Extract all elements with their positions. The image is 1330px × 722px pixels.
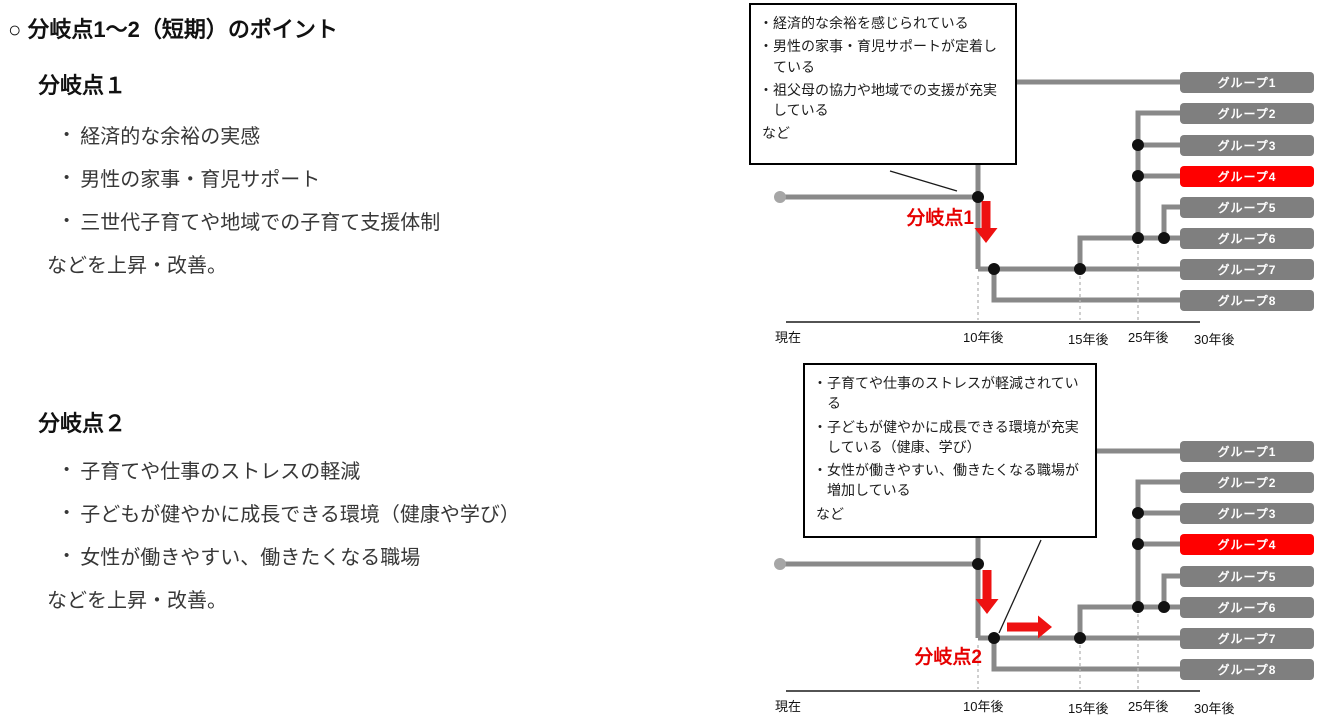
axis-label-25y: 25年後 <box>1128 699 1169 714</box>
tree-line-group2 <box>1135 479 1185 607</box>
group-box-4-highlighted: グループ4 <box>1180 165 1314 187</box>
callout-box-2: 子育てや仕事のストレスが軽減されている 子どもが健やかに成長できる環境が充実して… <box>803 363 1097 538</box>
group-box-3: グループ3 <box>1180 134 1314 156</box>
callout-bullet-text: 男性の家事・育児サポートが定着している <box>773 38 997 75</box>
group-box-5: グループ5 <box>1180 196 1314 218</box>
branch-nodes-bottom <box>972 507 1170 644</box>
callout-bullet-text: 経済的な余裕を感じられている <box>773 15 969 31</box>
bullet-text: 子育てや仕事のストレスの軽減 <box>80 461 361 483</box>
group-box-4-highlighted: グループ4 <box>1180 533 1314 555</box>
section-1-bullet-1: 経済的な余裕の実感 <box>64 120 260 149</box>
callout-bullet: 男性の家事・育児サポートが定着している <box>759 36 1009 77</box>
down-arrow-icon-bottom <box>975 570 999 614</box>
section-2-bullet-1: 子育てや仕事のストレスの軽減 <box>64 455 360 484</box>
branch-node <box>1132 232 1144 244</box>
bullet-text: 経済的な余裕の実感 <box>80 126 261 148</box>
section-1-heading: 分岐点１ <box>38 73 127 98</box>
callout-bullet: 女性が働きやすい、働きたくなる職場が増加している <box>813 460 1089 501</box>
section-2-tail: などを上昇・改善。 <box>47 590 227 612</box>
branch-node <box>1158 232 1170 244</box>
group-box-6: グループ6 <box>1180 227 1314 249</box>
branch-point-1-label: 分岐点1 <box>906 208 974 229</box>
bullet-text: 子どもが健やかに成長できる環境（健康や学び） <box>80 504 520 526</box>
section-2-bullet-2: 子どもが健やかに成長できる環境（健康や学び） <box>64 498 520 527</box>
branch-point-2-label: 分岐点2 <box>914 647 982 668</box>
axis-label-30y: 30年後 <box>1194 332 1235 347</box>
callout-bullet: 子育てや仕事のストレスが軽減されている <box>813 373 1089 414</box>
group-box-6: グループ6 <box>1180 596 1314 618</box>
branch-node <box>1132 170 1144 182</box>
axis-label-15y: 15年後 <box>1068 701 1109 716</box>
callout-leader-line-bottom <box>998 539 1042 634</box>
section-2-bullet-3: 女性が働きやすい、働きたくなる職場 <box>64 541 420 570</box>
bullet-text: 男性の家事・育児サポート <box>80 169 321 191</box>
branch-nodes-top <box>972 139 1170 275</box>
branch-point-1-node <box>972 191 984 203</box>
group-box-1: グループ1 <box>1180 71 1314 93</box>
tree-lines-bottom <box>785 448 1185 672</box>
group-box-7: グループ7 <box>1180 258 1314 280</box>
tree-line-group2 <box>1135 110 1185 238</box>
tree-line-group6 <box>1077 604 1185 638</box>
branch-node <box>1132 139 1144 151</box>
bullet-text: 女性が働きやすい、働きたくなる職場 <box>80 547 421 569</box>
tree-line-group8 <box>991 638 1185 672</box>
callout-bullet-text: 女性が働きやすい、働きたくなる職場が増加している <box>827 462 1079 499</box>
group-box-8: グループ8 <box>1180 289 1314 311</box>
right-arrow-icon-bottom <box>1007 615 1052 639</box>
tree-line-group6 <box>1077 235 1185 269</box>
branch-point-2-node <box>988 632 1000 644</box>
group-box-2: グループ2 <box>1180 471 1314 493</box>
branch-node <box>1132 538 1144 550</box>
branch-node <box>1074 263 1086 275</box>
group-box-7: グループ7 <box>1180 627 1314 649</box>
callout-footer: など <box>816 505 844 522</box>
branch-node <box>1132 507 1144 519</box>
branch-node <box>1158 601 1170 613</box>
start-node-top <box>774 191 786 203</box>
callout-box-1: 経済的な余裕を感じられている 男性の家事・育児サポートが定着している 祖父母の協… <box>749 3 1017 165</box>
callout-bullet-text: 祖父母の協力や地域での支援が充実している <box>773 81 997 119</box>
group-box-5: グループ5 <box>1180 565 1314 587</box>
section-1-bullet-2: 男性の家事・育児サポート <box>64 163 320 192</box>
tree-line-group5 <box>1161 204 1185 238</box>
callout-bullet-text: 子どもが健やかに成長できる環境が充実している（健康、学び） <box>827 418 1079 455</box>
bullet-text: 三世代子育てや地域での子育て支援体制 <box>80 212 441 234</box>
tree-line-group8 <box>991 269 1185 303</box>
axis-label-now: 現在 <box>775 330 802 345</box>
branch-node <box>988 263 1000 275</box>
section-1-tail: などを上昇・改善。 <box>47 255 227 277</box>
branch-node <box>1132 601 1144 613</box>
callout-leader-line-top <box>889 170 958 192</box>
group-box-3: グループ3 <box>1180 502 1314 524</box>
callout-bullet: 経済的な余裕を感じられている <box>759 13 1009 33</box>
axis-label-10y: 10年後 <box>963 699 1004 714</box>
axis-label-15y: 15年後 <box>1068 332 1109 347</box>
callout-bullet: 子どもが健やかに成長できる環境が充実している（健康、学び） <box>813 417 1089 458</box>
page-title: ○ 分岐点1～2（短期）のポイント <box>8 17 338 42</box>
tree-line-group5 <box>1161 573 1185 607</box>
axis-label-10y: 10年後 <box>963 330 1004 345</box>
group-box-2: グループ2 <box>1180 102 1314 124</box>
group-box-1: グループ1 <box>1180 440 1314 462</box>
callout-bullet: 祖父母の協力や地域での支援が充実している <box>759 80 1009 121</box>
group-box-8: グループ8 <box>1180 658 1314 680</box>
axis-label-25y: 25年後 <box>1128 330 1169 345</box>
section-2-heading: 分岐点２ <box>38 411 127 436</box>
grid-dashlines-top <box>977 245 1139 320</box>
start-node-bottom <box>774 558 786 570</box>
down-arrow-icon-top <box>974 201 998 243</box>
axis-label-30y: 30年後 <box>1194 701 1235 716</box>
callout-bullet-text: 子育てや仕事のストレスが軽減されている <box>827 375 1079 412</box>
callout-footer: など <box>762 125 790 142</box>
section-1-bullet-3: 三世代子育てや地域での子育て支援体制 <box>64 206 440 235</box>
branch-node <box>972 558 984 570</box>
axis-label-now: 現在 <box>775 699 802 714</box>
grid-dashlines-bottom <box>977 614 1139 689</box>
branch-node <box>1074 632 1086 644</box>
